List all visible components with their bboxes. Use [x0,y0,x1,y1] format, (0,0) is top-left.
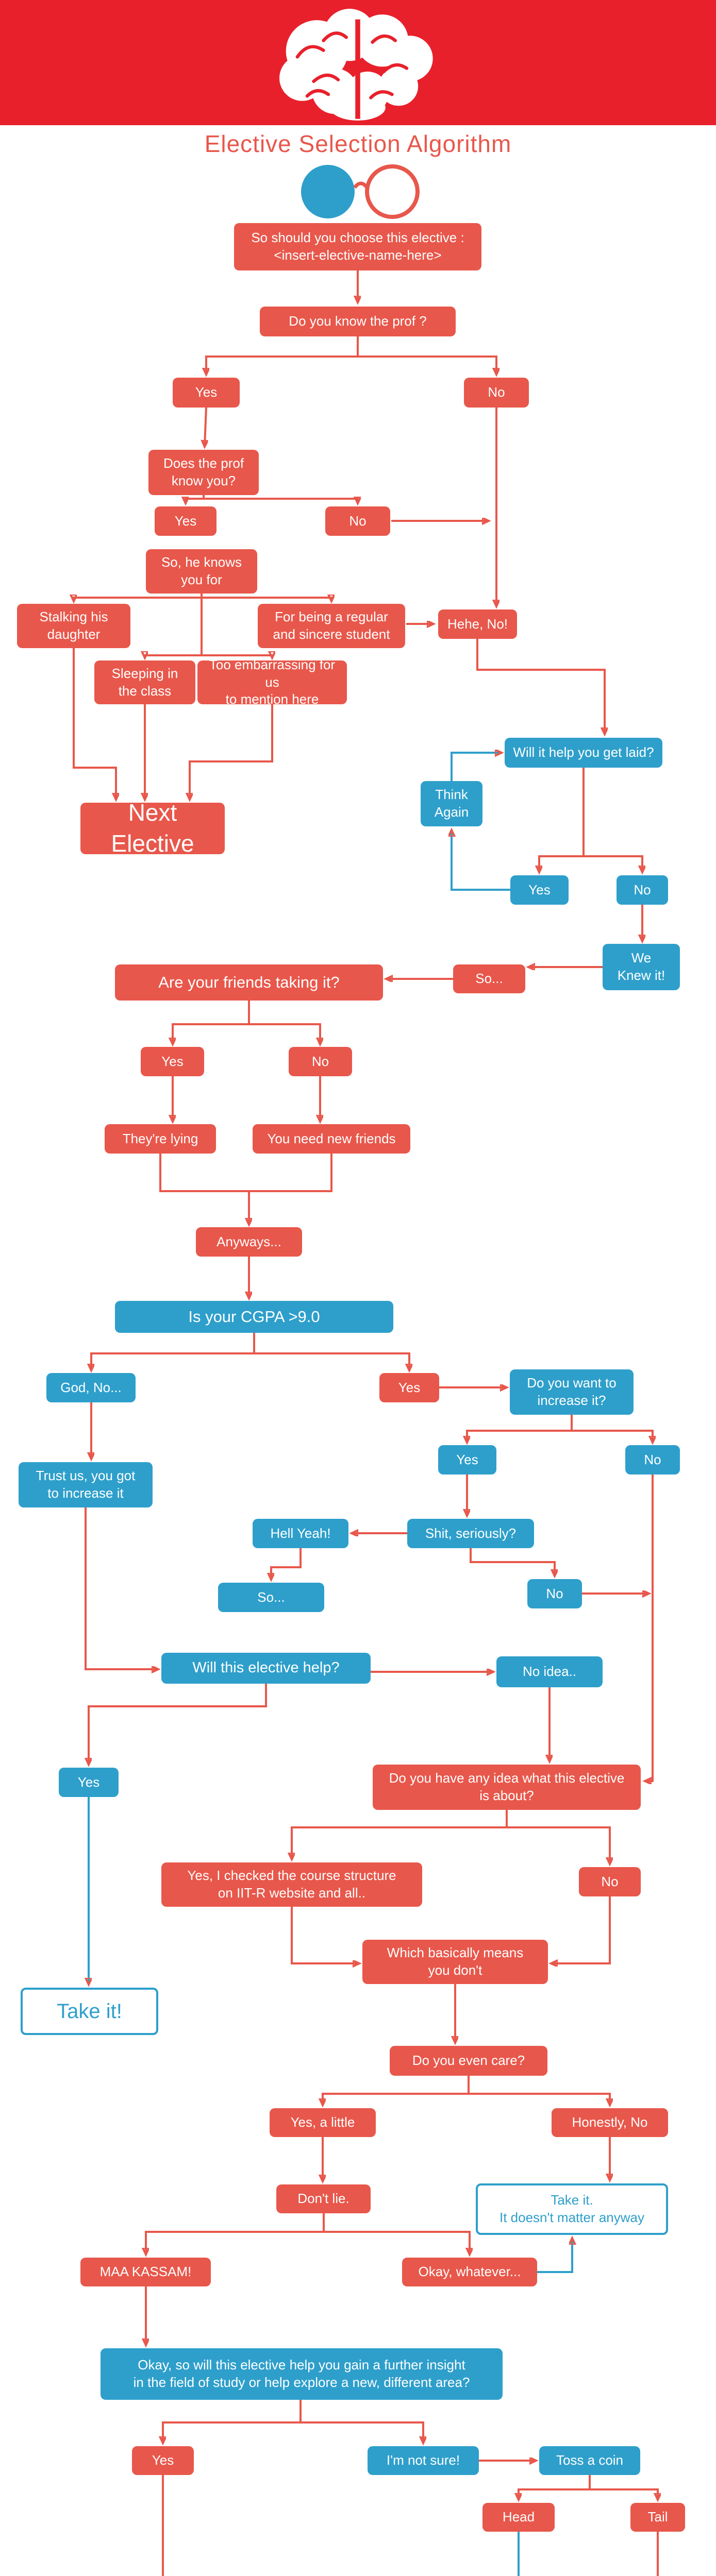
node-maa-kassam: MAA KASSAM! [80,2258,211,2286]
node-get-laid: Will it help you get laid? [505,738,662,768]
node-not-sure: I'm not sure! [368,2446,479,2475]
node-next-elective-1: Next Elective [80,799,225,857]
node-need-new-friends: You need new friends [253,1124,410,1154]
node-hell-yeah: Hell Yeah! [253,1519,348,1548]
answer-prof-knows-you-yes: Yes [155,506,217,536]
node-so-1: So... [453,964,525,993]
node-trust-us: Trust us, you got to increase it [19,1462,153,1507]
answer-get-laid-no: No [617,875,668,905]
node-head: Head [482,2503,555,2532]
glasses-icon [301,164,420,219]
node-dont-lie: Don't lie. [276,2184,371,2213]
node-reason-sincere: For being a regular and sincere student [258,604,405,648]
node-insight-question: Okay, so will this elective help you gai… [101,2348,503,2400]
node-know-the-prof: Do you know the prof ? [260,307,456,336]
node-reason-stalking: Stalking his daughter [17,604,130,648]
node-we-knew-it: We Knew it! [603,944,680,990]
answer-cgpa-yes: Yes [379,1373,439,1402]
node-hehe-no: Hehe, No! [438,609,517,639]
brain-icon [279,9,433,121]
node-okay-whatever: Okay, whatever... [402,2258,537,2286]
flow-connectors [74,270,658,2576]
answer-shit-no: No [527,1579,582,1608]
node-think-again: Think Again [421,781,482,826]
node-any-idea: Do you have any idea what this elective … [373,1765,641,1810]
node-means-you-dont: Which basically means you don't [362,1940,548,1984]
node-prof-knows-you: Does the prof know you? [148,450,259,495]
answer-care-no: Honestly, No [552,2108,668,2137]
answer-friends-no: No [289,1047,352,1076]
node-checked-course: Yes, I checked the course structure on I… [161,1862,422,1907]
node-knows-you-for: So, he knows you for [146,549,257,594]
answer-increase-no: No [625,1445,680,1475]
answer-cgpa-no: God, No... [46,1373,136,1402]
answer-care-little: Yes, a little [270,2108,376,2137]
node-friends-taking: Are your friends taking it? [115,964,383,1001]
node-intro-question: So should you choose this elective : <in… [234,223,481,270]
answer-increase-yes: Yes [438,1445,496,1475]
node-cgpa: Is your CGPA >9.0 [115,1301,393,1333]
node-want-increase: Do you want to increase it? [510,1369,634,1415]
node-take-it-1: Take it! [21,1988,158,2035]
node-do-you-care: Do you even care? [390,2046,547,2076]
answer-know-prof-no: No [464,378,529,408]
page-title: Elective Selection Algorithm [204,130,512,157]
node-theyre-lying: They're lying [105,1124,216,1154]
node-reason-embarrassing: Too embarrassing for us to mention here [197,657,347,707]
answer-get-laid-yes: Yes [510,875,569,905]
node-no-idea: No idea.. [496,1656,603,1687]
node-elective-help: Will this elective help? [161,1653,371,1684]
answer-any-idea-no: No [579,1867,641,1896]
answer-friends-yes: Yes [141,1047,204,1076]
answer-know-prof-yes: Yes [173,378,240,408]
node-toss-coin: Toss a coin [539,2446,640,2475]
node-tail: Tail [630,2503,685,2532]
node-reason-sleeping: Sleeping in the class [94,660,195,704]
node-so-2: So... [218,1583,324,1612]
answer-prof-knows-you-no: No [325,506,390,536]
node-shit-seriously: Shit, seriously? [407,1519,534,1548]
node-anyways: Anyways... [196,1227,302,1257]
answer-insight-yes: Yes [132,2446,194,2475]
node-take-it-anyway: Take it. It doesn't matter anyway [476,2183,668,2235]
answer-elective-help-yes: Yes [59,1768,119,1797]
